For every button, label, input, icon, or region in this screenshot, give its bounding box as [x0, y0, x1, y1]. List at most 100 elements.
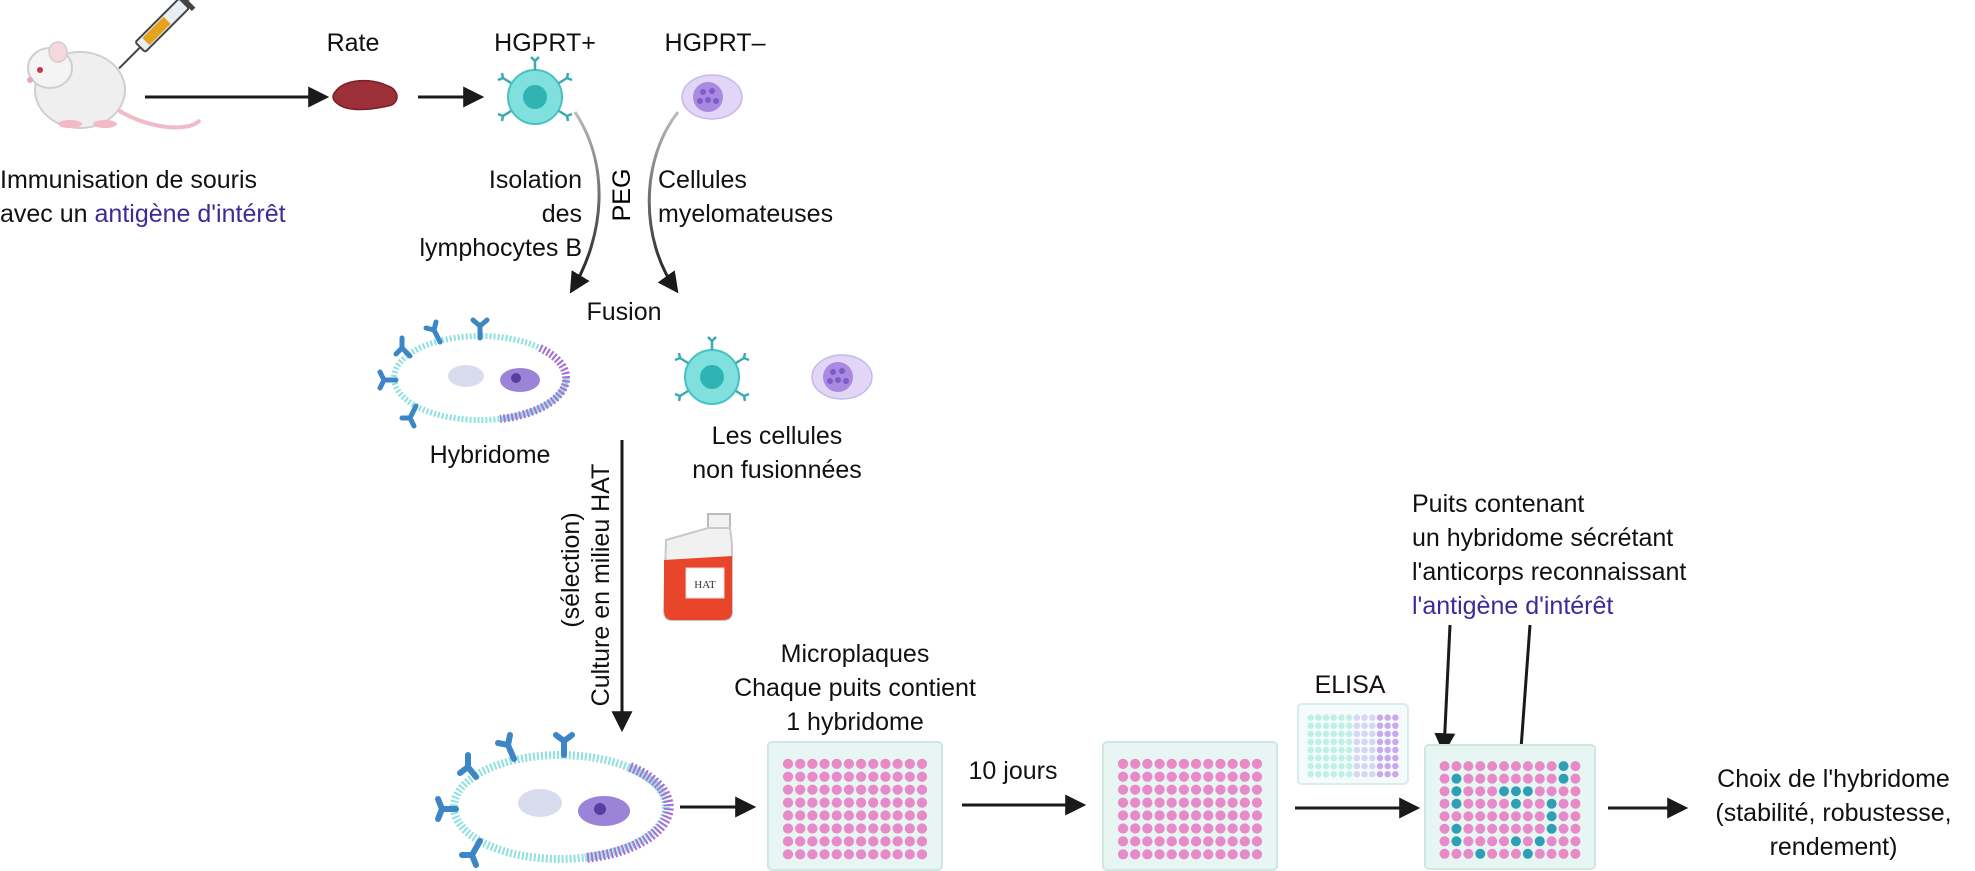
well — [868, 810, 879, 821]
plate-frame — [1297, 703, 1409, 785]
well — [1439, 798, 1450, 809]
well — [1178, 810, 1190, 821]
well — [1487, 761, 1498, 772]
well — [880, 758, 891, 769]
well — [916, 823, 928, 834]
well — [795, 771, 806, 782]
well — [1251, 771, 1263, 782]
well — [1315, 770, 1322, 778]
well — [1376, 746, 1384, 754]
well — [1558, 811, 1569, 822]
well — [1463, 836, 1474, 847]
well — [1369, 714, 1376, 721]
b-cell-icon — [497, 56, 573, 125]
positive-well — [1451, 798, 1462, 809]
positive-well — [1451, 786, 1462, 797]
well — [1463, 811, 1474, 822]
well — [843, 797, 855, 808]
arrow-b-cell-to-fusion — [569, 111, 601, 294]
well — [807, 810, 818, 821]
well — [1475, 811, 1486, 822]
well — [1166, 849, 1177, 860]
well — [868, 758, 879, 769]
well — [868, 797, 879, 808]
well — [1338, 730, 1345, 738]
well — [855, 771, 867, 782]
microplates-label: Microplaques Chaque puits contient 1 hyb… — [734, 640, 976, 736]
well — [1384, 714, 1391, 721]
ten-days-label: 10 jours — [968, 757, 1058, 785]
well — [916, 810, 928, 821]
well — [1239, 771, 1250, 782]
selection-label: (sélection) — [557, 512, 585, 628]
well — [1178, 836, 1190, 847]
well — [1130, 758, 1141, 769]
well — [1361, 722, 1368, 729]
well — [1353, 754, 1361, 762]
well — [795, 810, 806, 821]
well — [1227, 836, 1238, 847]
myeloma-cell-icon — [681, 74, 743, 120]
choice-label: Choix de l'hybridome (stabilité, robuste… — [1715, 765, 1952, 861]
well — [1130, 771, 1141, 782]
well — [1534, 761, 1545, 772]
well — [1330, 754, 1337, 762]
well — [1487, 848, 1498, 859]
well — [1178, 771, 1190, 782]
well — [819, 810, 830, 821]
well — [831, 784, 842, 795]
well — [1384, 738, 1391, 746]
well — [1227, 849, 1238, 860]
well — [843, 823, 855, 834]
well — [1338, 762, 1345, 770]
well — [904, 810, 915, 821]
well — [1392, 762, 1399, 770]
well — [1239, 849, 1250, 860]
well — [831, 823, 842, 834]
well — [1142, 849, 1153, 860]
well — [1499, 811, 1510, 822]
culture-label: Culture en milieu HAT — [587, 463, 615, 707]
well — [892, 771, 903, 782]
well — [819, 758, 830, 769]
well — [1117, 823, 1129, 834]
well — [843, 836, 855, 847]
well — [1570, 823, 1581, 834]
plate-frame — [767, 741, 943, 871]
well — [1239, 823, 1250, 834]
well — [819, 784, 830, 795]
well — [1154, 823, 1165, 834]
well — [1307, 730, 1314, 738]
well — [1376, 770, 1384, 778]
well — [892, 797, 903, 808]
well — [1353, 730, 1361, 738]
positive-well — [1451, 773, 1462, 784]
well — [1361, 762, 1368, 770]
well — [1376, 714, 1384, 721]
well — [1330, 746, 1337, 754]
well — [1439, 836, 1450, 847]
well — [1534, 786, 1545, 797]
well — [1227, 784, 1238, 795]
well — [831, 797, 842, 808]
arrow-myeloma-to-fusion — [647, 111, 680, 294]
well — [1338, 770, 1345, 778]
microplate-2 — [1102, 741, 1278, 871]
well — [1384, 762, 1391, 770]
well — [1239, 758, 1250, 769]
positive-well — [1558, 761, 1569, 772]
well — [1215, 849, 1226, 860]
well — [1463, 798, 1474, 809]
well — [1315, 762, 1322, 770]
well — [1570, 761, 1581, 772]
well — [1322, 714, 1330, 721]
well — [807, 797, 818, 808]
well — [1345, 754, 1353, 762]
well — [1475, 761, 1486, 772]
well — [819, 836, 830, 847]
well — [1117, 784, 1129, 795]
well — [1315, 730, 1322, 738]
well — [904, 823, 915, 834]
well — [1475, 836, 1486, 847]
